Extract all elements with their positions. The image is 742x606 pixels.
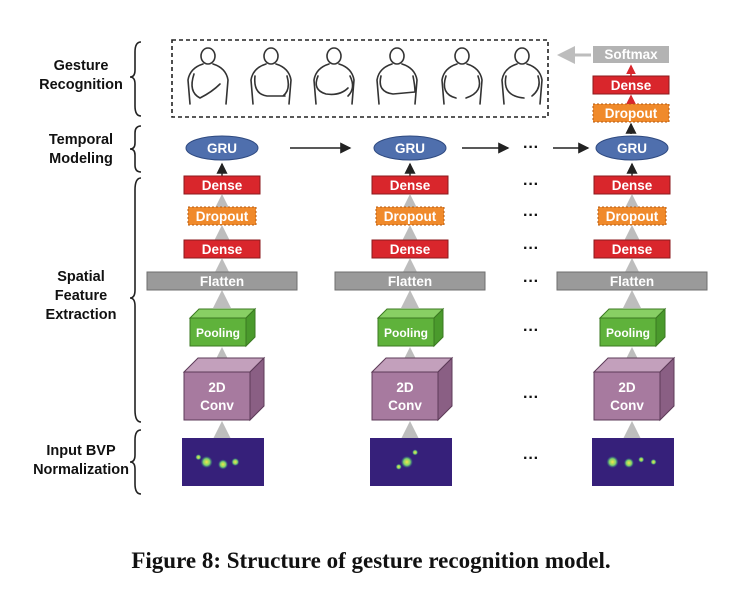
pooling-block [189,317,247,347]
ellipsis-dots: ··· [523,207,539,224]
gesture-figure-icon [501,47,543,105]
heatmap-spot [218,459,228,470]
conv-label-line: 2D [208,380,226,395]
stage-braces [129,41,142,495]
gesture-figure-icon [187,47,229,105]
dense-label: Dense [612,242,653,257]
heatmap-spot [195,454,202,461]
gesture-panel [171,39,549,118]
label-line: Feature [55,288,107,304]
softmax-block [593,46,669,63]
gru-block [185,135,259,161]
brace-spatial [129,177,142,423]
gesture-figure-icon [376,47,418,105]
softmax-label: Softmax [604,47,658,62]
dense-label: Dense [612,178,653,193]
stage-label-input-bvp-normalization: Input BVP Normalization [33,443,129,478]
dropout-label: Dropout [196,209,249,224]
pooling-block [377,317,435,347]
pooling-block-top [376,308,445,319]
heatmap-spot [650,459,657,465]
brace-input [129,429,142,495]
dropout-label: Dropout [384,209,437,224]
stage-label-temporal-modeling: Temporal Modeling [49,132,113,167]
gesture-figure-icon [313,47,355,105]
conv-block [593,371,661,421]
flatten-label: Flatten [200,274,244,289]
ellipsis-dots: ··· [523,176,539,193]
pooling-block-top [188,308,257,319]
pooling-block-top [598,308,667,319]
flatten-label: Flatten [388,274,432,289]
label-line: Gesture [54,58,109,74]
conv-label-line: Conv [200,398,234,413]
heatmap-spot [623,457,634,468]
ellipsis-dots: ··· [523,139,539,156]
conv-label-line: 2D [618,380,636,395]
stage-label-gesture-recognition: Gesture Recognition [39,58,123,93]
head-dense-label: Dense [611,78,652,93]
stage-label-spatial-feature-extraction: Spatial Feature Extraction [46,269,117,323]
label-line: Spatial [57,269,105,285]
head-dropout-label: Dropout [605,106,658,121]
figure-caption: Figure 8: Structure of gesture recogniti… [131,548,610,573]
gru-label: GRU [207,141,237,156]
heatmap-spot [638,456,645,463]
dense-label: Dense [202,242,243,257]
conv-label-line: Conv [388,398,422,413]
gesture-figure-icon [441,47,483,105]
heatmap-spot [200,456,213,468]
label-line: Modeling [49,151,113,167]
ellipsis-dots: ··· [523,240,539,257]
dense-label: Dense [390,242,431,257]
head-dropout-block [592,103,670,123]
conv-label-line: 2D [396,380,414,395]
heatmap-spot [400,456,413,468]
conv-block [371,371,439,421]
heatmap-spot [231,458,240,466]
gru-block [373,135,447,161]
ellipsis-dots: ··· [523,450,539,467]
ellipsis-dots: ··· [523,322,539,339]
label-line: Input BVP [46,443,116,459]
dense-label: Dense [390,178,431,193]
gesture-figure-icon [250,47,292,105]
heatmap-spot [412,449,419,456]
conv-block [183,371,251,421]
pooling-label: Pooling [384,326,428,340]
pooling-block [599,317,657,347]
flatten-label: Flatten [610,274,654,289]
heatmap-spot [606,456,619,468]
gru-block [595,135,669,161]
label-line: Recognition [39,77,123,93]
gru-label: GRU [395,141,425,156]
dense-label: Dense [202,178,243,193]
gru-label: GRU [617,141,647,156]
pooling-label: Pooling [606,326,650,340]
ellipsis-dots: ··· [523,273,539,290]
classifier-head: Softmax Dense Dropout [557,46,670,134]
label-line: Normalization [33,462,129,478]
brace-temporal [129,125,142,173]
heatmap-spot [395,463,402,470]
pooling-label: Pooling [196,326,240,340]
label-line: Temporal [49,132,113,148]
ellipsis-dots: ··· [523,389,539,406]
label-line: Extraction [46,307,117,323]
dropout-label: Dropout [606,209,659,224]
conv-label-line: Conv [610,398,644,413]
brace-gesture [129,41,142,117]
head-dense-block [592,75,670,95]
